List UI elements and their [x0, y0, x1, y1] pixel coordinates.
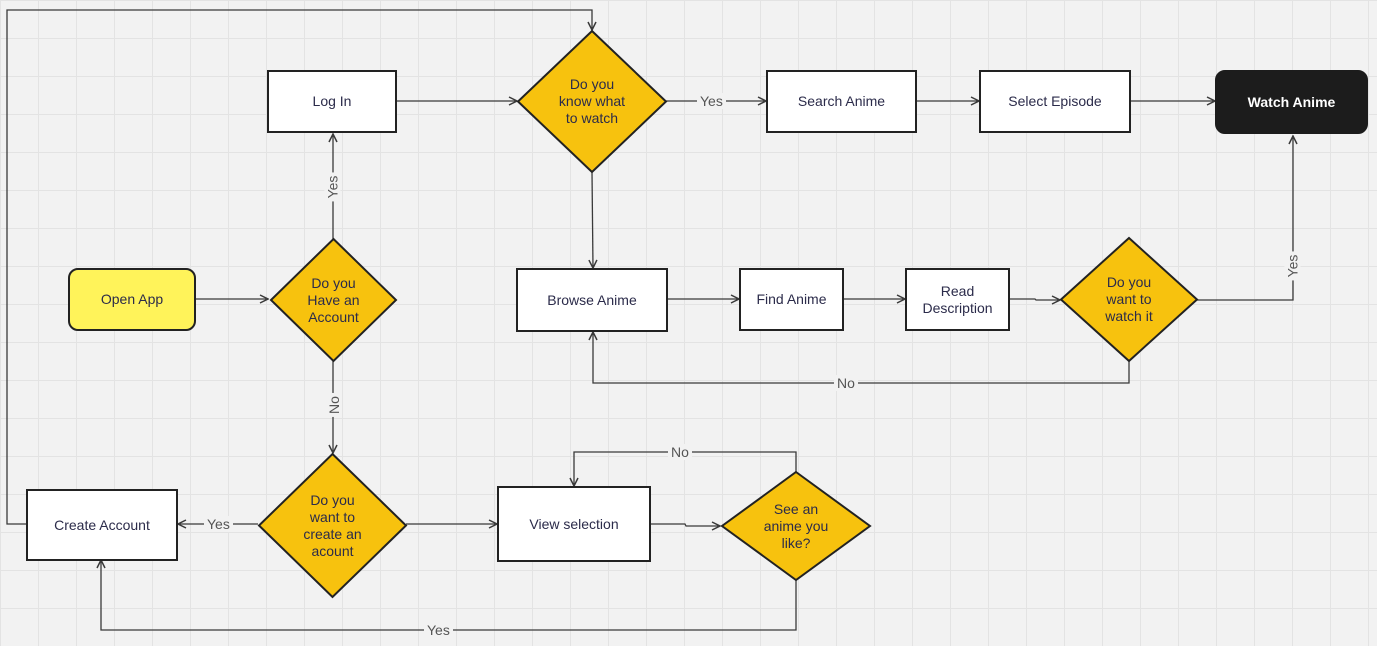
node-search-anime[interactable]: Search Anime [766, 70, 917, 133]
edge-want-watch-no-to-browse [593, 332, 1130, 384]
node-find-anime[interactable]: Find Anime [739, 268, 844, 331]
node-browse-anime[interactable]: Browse Anime [516, 268, 668, 332]
edge-label-no: No [834, 375, 858, 391]
edge-see-anime-yes-to-create-account [101, 560, 797, 631]
edge-want-watch-to-watch-anime [1197, 136, 1293, 301]
node-watch-anime[interactable]: Watch Anime [1215, 70, 1368, 134]
edge-label-yes: Yes [424, 622, 453, 638]
decision-want-to-watch[interactable]: Do you want to watch it [1105, 274, 1153, 324]
edge-label-yes: Yes [1284, 251, 1301, 281]
node-create-account[interactable]: Create Account [26, 489, 178, 561]
decision-see-anime-shape [720, 470, 872, 582]
node-open-app[interactable]: Open App [68, 268, 196, 331]
decision-see-anime[interactable]: See an anime you like? [763, 500, 829, 551]
edge-label-yes: Yes [324, 172, 341, 202]
decision-create-account[interactable]: Do you want to create an acount [303, 491, 362, 559]
node-select-episode[interactable]: Select Episode [979, 70, 1131, 133]
decision-want-watch-shape [1059, 236, 1199, 363]
edge-label-yes: Yes [204, 516, 233, 532]
edge-create-account-to-know-what [6, 9, 592, 525]
decision-have-account-shape [269, 237, 398, 363]
decision-know-what-to-watch[interactable]: Do you know what to watch [558, 76, 626, 126]
edge-know-what-to-browse [592, 171, 593, 268]
edge-read-to-want-watch [1009, 299, 1060, 300]
edge-label-no: No [668, 444, 692, 460]
edge-label-no: No [325, 393, 342, 417]
node-view-selection[interactable]: View selection [497, 486, 651, 562]
decision-have-account[interactable]: Do you Have an Account [307, 274, 360, 325]
decision-know-what-shape [516, 29, 668, 174]
edge-view-to-see-anime [650, 524, 720, 526]
node-read-description[interactable]: Read Description [905, 268, 1010, 331]
node-log-in[interactable]: Log In [267, 70, 397, 133]
edge-label-yes: Yes [697, 93, 726, 109]
decision-create-account-shape [257, 452, 408, 599]
